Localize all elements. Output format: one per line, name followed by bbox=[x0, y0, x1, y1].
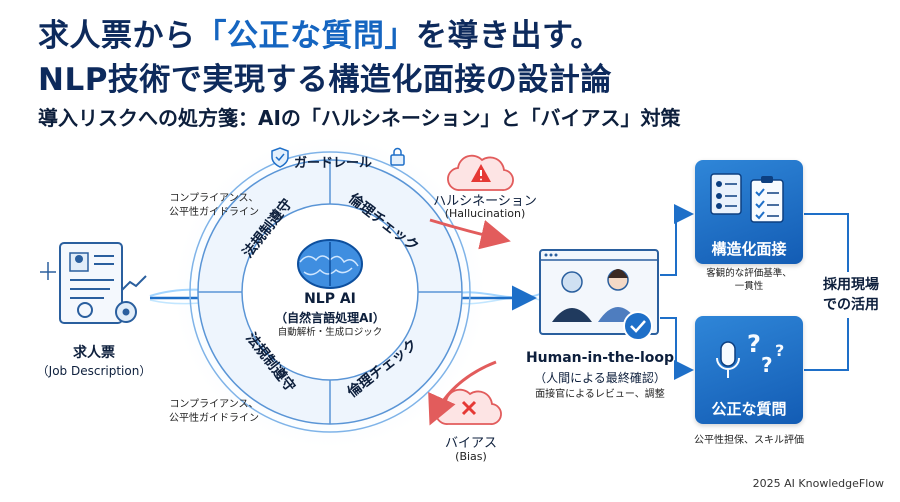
hallucination-warning-icon bbox=[447, 154, 514, 191]
guardrail-label: ガードレール bbox=[294, 156, 373, 171]
fair-questions-label: 公正な質問 bbox=[711, 400, 787, 418]
footer-credit: 2025 AI KnowledgeFlow bbox=[752, 477, 884, 490]
compliance-bottom-line1: コンプライアンス、 bbox=[169, 399, 259, 410]
job-description-icon bbox=[40, 242, 147, 324]
field-use-label: 採用現場 での活用 bbox=[816, 276, 886, 315]
field-use-line1: 採用現場 bbox=[823, 277, 879, 293]
branch-arrows bbox=[660, 204, 849, 380]
compliance-top-line1: コンプライアンス、 bbox=[169, 193, 259, 204]
page-title-line1: 求人票から「公正な質問」を導き出す。 bbox=[38, 10, 602, 55]
human-loop-label: Human-in-the-loop bbox=[525, 350, 675, 366]
fair-questions-desc: 公平性担保、スキル評価 bbox=[694, 435, 804, 446]
structured-interview-card: 構造化面接 bbox=[695, 160, 803, 264]
shield-icon bbox=[271, 147, 289, 168]
compliance-note-bottom: コンプライアンス、 公平性ガイドライン bbox=[158, 398, 270, 425]
compliance-top-line2: 公平性ガイドライン bbox=[169, 206, 259, 218]
page-title-line2: NLP技術で実現する構造化面接の設計論 bbox=[38, 62, 612, 98]
hallucination-arrow bbox=[429, 218, 511, 250]
structured-desc-line2: 一貫性 bbox=[734, 280, 764, 292]
svg-text:?: ? bbox=[747, 330, 761, 358]
human-loop-sub: （人間による最終確認） bbox=[534, 371, 666, 385]
structured-interview-label: 構造化面接 bbox=[711, 240, 787, 258]
guardrail-ring bbox=[175, 137, 485, 447]
compliance-bottom-line2: 公平性ガイドライン bbox=[169, 412, 259, 424]
title-prefix: 求人票から bbox=[38, 18, 196, 54]
svg-text:?: ? bbox=[775, 341, 784, 360]
nlp-ai-name: NLP AI bbox=[304, 291, 356, 307]
nlp-ai-sub: （自然言語処理AI） bbox=[275, 311, 385, 325]
hallucination-sub: (Hallucination) bbox=[444, 207, 526, 220]
bias-arrow bbox=[428, 360, 497, 426]
svg-text:?: ? bbox=[761, 353, 773, 377]
title-suffix: を導き出す。 bbox=[416, 18, 602, 54]
human-loop-desc: 面接官によるレビュー、調整 bbox=[535, 389, 665, 400]
job-description-label: 求人票 bbox=[73, 345, 115, 361]
job-description-sub: （Job Description） bbox=[36, 364, 152, 378]
lock-icon bbox=[390, 147, 405, 166]
title-highlight: 「公正な質問」 bbox=[195, 18, 416, 54]
compliance-note-top: コンプライアンス、 公平性ガイドライン bbox=[158, 192, 270, 219]
brain-icon bbox=[297, 239, 363, 289]
structured-interview-desc: 客観的な評価基準、 一貫性 bbox=[690, 268, 808, 294]
human-in-the-loop-icon bbox=[539, 249, 659, 341]
page-subtitle: 導入リスクへの処方箋：AIの「ハルシネーション」と「バイアス」対策 bbox=[38, 106, 681, 130]
structured-desc-line1: 客観的な評価基準、 bbox=[706, 268, 792, 279]
checklist-icon bbox=[710, 173, 784, 223]
field-use-line2: での活用 bbox=[823, 296, 879, 313]
bias-sub: (Bias) bbox=[455, 450, 487, 463]
nlp-ai-desc: 自動解析・生成ロジック bbox=[277, 327, 383, 338]
bias-label: バイアス bbox=[444, 436, 497, 451]
hallucination-label: ハルシネーション bbox=[433, 194, 537, 209]
fair-questions-card: ? ? ? 公正な質問 bbox=[695, 316, 803, 424]
microphone-question-icon: ? ? ? bbox=[716, 330, 784, 378]
